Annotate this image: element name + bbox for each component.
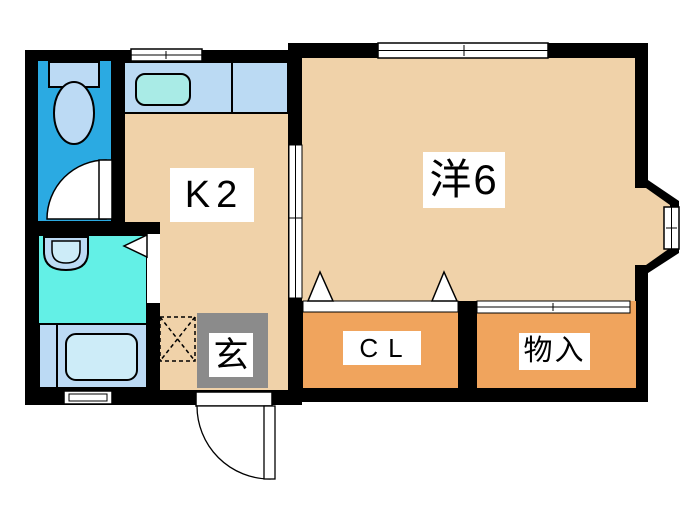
entrance-door-leaf: [263, 405, 276, 480]
bathroom-window: [63, 390, 113, 405]
western-room-label: 洋6: [423, 152, 505, 208]
entrance-door-opening: [195, 391, 273, 407]
western-room-window: [377, 42, 549, 59]
toilet-bowl-icon: [53, 81, 95, 145]
toilet-washroom-wall: [25, 222, 160, 235]
washroom-door-opening: [147, 234, 160, 303]
washroom-door-triangle: [122, 233, 148, 259]
kitchen-label: K2: [170, 168, 254, 222]
toilet-door-swing: [46, 159, 107, 220]
bathtub-inner: [65, 333, 138, 381]
closet-folding-doors: [302, 270, 459, 313]
toilet-door-leaf: [98, 159, 113, 220]
kitchen-window: [130, 48, 203, 62]
washbasin-inner: [51, 240, 81, 264]
entrance-label: 玄: [209, 333, 253, 377]
storage-sliding-door: [476, 300, 631, 314]
washer-space-icon: [159, 316, 196, 362]
bay-window-floor: [635, 188, 670, 265]
storage-label: 物入: [519, 333, 590, 370]
kitchen-sink-icon: [135, 73, 191, 106]
bay-window: [663, 206, 680, 250]
entrance-door-swing: [196, 405, 271, 480]
toilet-kitchen-wall: [112, 50, 125, 235]
kitchen-room-sliding-door: [288, 144, 303, 299]
closet-label: CL: [343, 331, 421, 365]
